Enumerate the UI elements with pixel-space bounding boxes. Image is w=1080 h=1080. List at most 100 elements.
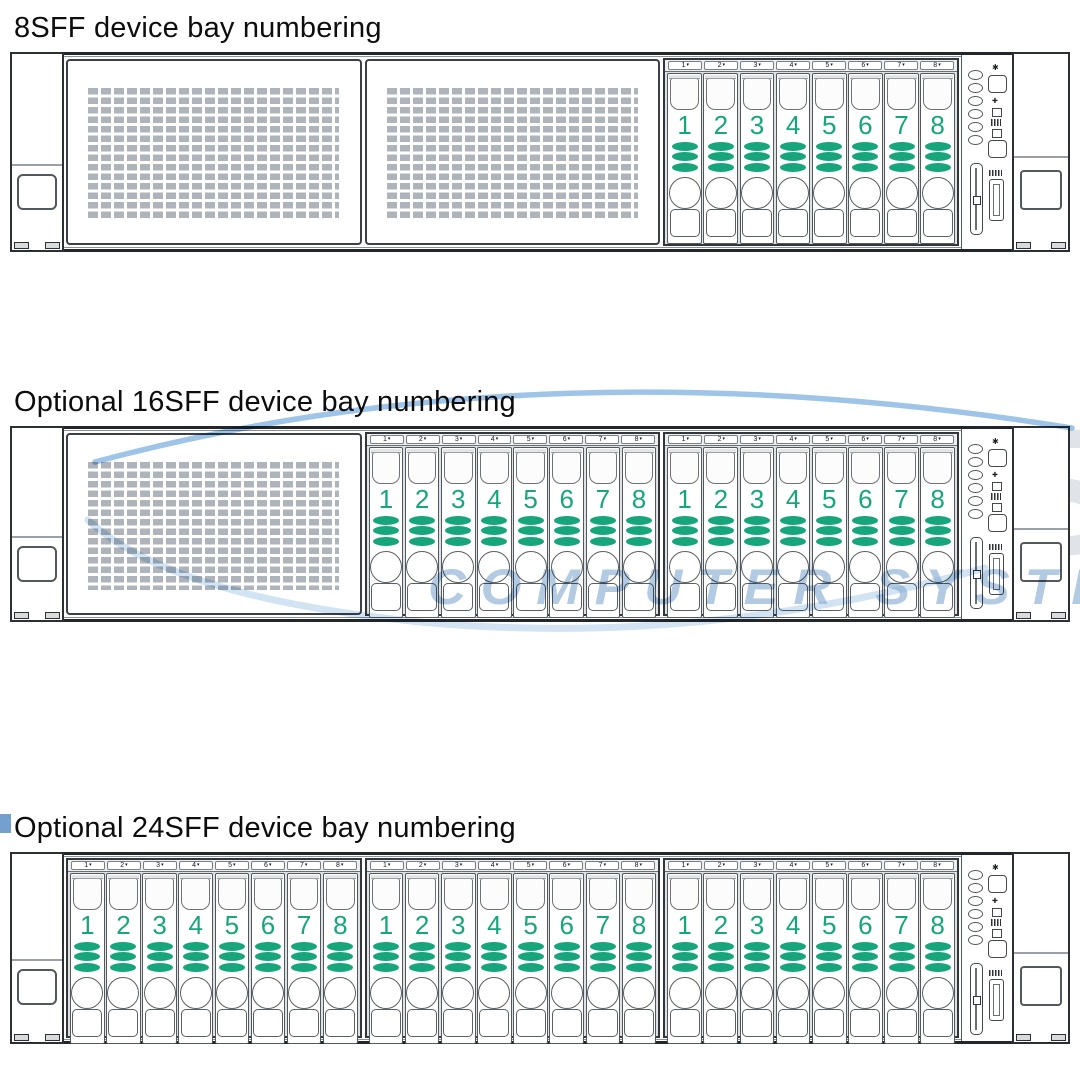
nic-led-square xyxy=(992,108,1002,117)
drive-bay-3: 3 xyxy=(739,873,775,1044)
disk-ellipse xyxy=(852,536,879,546)
status-led-oval xyxy=(968,135,983,145)
drive-latch-handle xyxy=(886,875,917,910)
drive-release-button xyxy=(369,550,402,583)
bay-number-tab: 8▾ xyxy=(920,435,954,444)
drive-foot-pad xyxy=(515,1008,546,1037)
bay-number-tab: 7▾ xyxy=(884,435,919,444)
disk-ellipse xyxy=(589,515,616,525)
perforation-grid xyxy=(88,88,340,220)
disk-ellipse xyxy=(517,962,544,972)
bay-number-tab: 6▾ xyxy=(250,861,285,870)
bay-number-tab: 5▾ xyxy=(812,61,847,70)
bay-number-label: 6 xyxy=(858,484,873,514)
uid-button xyxy=(988,940,1007,958)
disk-stack-icon xyxy=(372,940,399,972)
drive-foot-pad xyxy=(669,1008,700,1037)
ear-divider xyxy=(12,163,62,166)
disk-stack-icon xyxy=(888,140,915,172)
disk-ellipse xyxy=(553,526,580,536)
disk-ellipse xyxy=(816,162,843,172)
drive-release-button xyxy=(849,176,882,209)
drive-foot-pad xyxy=(814,582,845,611)
triangle-marker-icon: ▾ xyxy=(161,862,164,868)
bay-tab-number: 3 xyxy=(753,862,758,869)
disk-ellipse xyxy=(218,952,245,962)
disk-ellipse xyxy=(852,962,879,972)
triangle-marker-icon: ▾ xyxy=(387,862,391,868)
disk-ellipse xyxy=(743,162,770,172)
usb-port xyxy=(989,979,1004,1021)
drive-foot-pad xyxy=(705,1008,736,1037)
blank-mesh-panel xyxy=(66,433,362,615)
disk-ellipse xyxy=(924,962,951,972)
disk-stack-icon xyxy=(372,514,399,546)
triangle-marker-icon: ▾ xyxy=(722,62,725,68)
drive-foot-pad xyxy=(922,582,953,611)
bay-number-tab: 1▾ xyxy=(369,435,404,444)
drive-bay-4: 4 xyxy=(178,873,214,1044)
drive-bay-4: 4 xyxy=(775,73,811,244)
triangle-marker-icon: ▾ xyxy=(758,436,761,442)
bay-number-label: 2 xyxy=(414,484,430,514)
drive-latch-handle xyxy=(587,449,618,484)
triangle-marker-icon: ▾ xyxy=(567,862,571,868)
bay-number-label: 8 xyxy=(930,110,945,140)
bay-tab-number: 8 xyxy=(933,862,938,869)
drive-bay-4: 4 xyxy=(477,873,512,1044)
power-standby-button xyxy=(988,75,1007,93)
drive-bay-7: 7 xyxy=(286,873,322,1044)
drive-release-button xyxy=(406,976,439,1009)
drive-bay-5: 5 xyxy=(513,447,548,618)
bay-tab-number: 1 xyxy=(382,436,387,443)
drive-release-button xyxy=(478,976,511,1009)
bay-number-tab: 5▾ xyxy=(513,435,548,444)
bay-tab-number: 3 xyxy=(156,862,161,869)
bay-number-label: 1 xyxy=(378,910,394,940)
drive-bay-1: 1 xyxy=(368,447,404,618)
disk-ellipse xyxy=(780,952,807,962)
disk-ellipse xyxy=(553,515,580,525)
triangle-marker-icon: ▾ xyxy=(830,436,833,442)
disk-stack-icon xyxy=(671,140,698,172)
disk-ellipse xyxy=(743,941,770,951)
drive-bay-5: 5 xyxy=(811,73,847,244)
disk-ellipse xyxy=(372,952,399,962)
drive-bay-7: 7 xyxy=(884,873,919,1044)
drive-latch-handle xyxy=(479,875,510,910)
drive-bay-3: 3 xyxy=(739,447,775,618)
bay-number-label: 1 xyxy=(677,910,692,940)
bay-number-tab: 1▾ xyxy=(668,861,703,870)
disk-ellipse xyxy=(707,515,734,525)
disk-ellipse xyxy=(852,152,879,162)
drive-latch-handle xyxy=(741,449,772,484)
disk-stack-icon xyxy=(816,514,843,546)
drive-bay-1: 1 xyxy=(70,873,105,1044)
bay-number-label: 4 xyxy=(785,910,801,940)
disk-ellipse xyxy=(182,962,209,972)
bay-number-label: 7 xyxy=(894,110,909,140)
drive-latch-handle xyxy=(515,875,546,910)
bay-number-tab: 6▾ xyxy=(848,61,883,70)
disk-ellipse xyxy=(671,515,698,525)
drive-latch-handle xyxy=(144,875,175,910)
disk-ellipse xyxy=(707,162,734,172)
disk-stack-icon xyxy=(707,514,734,546)
bay-tab-number: 8 xyxy=(933,436,938,443)
status-led-oval xyxy=(968,922,983,932)
disk-ellipse xyxy=(743,952,770,962)
triangle-marker-icon: ▾ xyxy=(304,862,308,868)
ear-thumbscrew-pad xyxy=(1020,169,1062,210)
drive-latch-handle xyxy=(850,449,881,484)
bay-tab-number: 1 xyxy=(382,862,387,869)
bay-number-label: 3 xyxy=(749,484,765,514)
drive-foot-pad xyxy=(325,1008,356,1037)
bay-number-label: 2 xyxy=(713,910,729,940)
drive-release-button xyxy=(514,550,547,583)
triangle-marker-icon: ▾ xyxy=(938,862,941,868)
ear-thumbscrew-pad xyxy=(17,173,57,210)
drive-release-button xyxy=(921,550,954,583)
bay-tab-number: 8 xyxy=(634,862,639,869)
